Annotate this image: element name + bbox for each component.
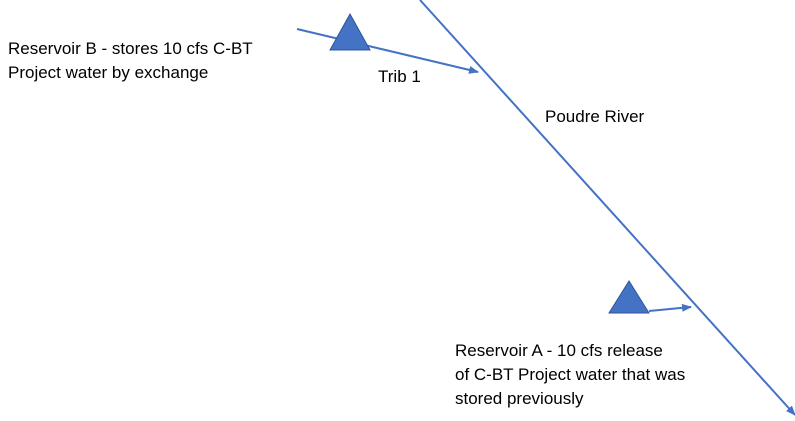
poudre-river-line: [419, 0, 795, 416]
poudre-river-label: Poudre River: [545, 107, 645, 126]
reservoir-a-label: Reservoir A - 10 cfs release of C-BT Pro…: [455, 339, 685, 411]
reservoir-a-label-line-2: of C-BT Project water that was: [455, 365, 686, 384]
reservoir-b-triangle-icon: [329, 12, 371, 51]
reservoir-a-triangle-icon: [608, 280, 650, 314]
reservoir-b-label: Reservoir B - stores 10 cfs C-BT Project…: [8, 37, 253, 85]
reservoir-a-label-line-3: stored previously: [455, 389, 584, 408]
reservoir-a-label-line-1: Reservoir A - 10 cfs release: [455, 341, 663, 360]
trib-1-line: [296, 28, 479, 74]
trib-1-label: Trib 1: [378, 67, 421, 86]
reservoir-b-label-line-1: Reservoir B - stores 10 cfs C-BT: [8, 39, 253, 58]
reservoir-b-label-line-2: Project water by exchange: [8, 63, 209, 82]
reservoir-a-release-arrow: [648, 303, 692, 312]
